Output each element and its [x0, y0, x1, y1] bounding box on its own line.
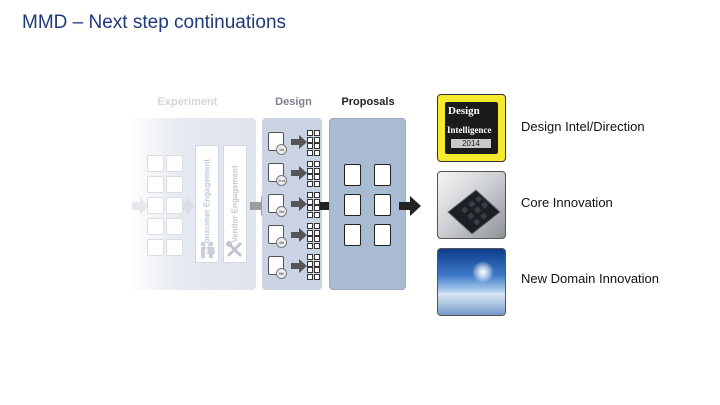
- proposals-panel: [329, 118, 406, 290]
- proposals-output-arrow: [399, 196, 421, 216]
- design-row-arrow: [291, 259, 307, 273]
- design-mini-cell: [307, 267, 313, 273]
- design-row-arrow: [291, 197, 307, 211]
- design-mini-cell: [314, 161, 320, 167]
- stage-label-experiment: Experiment: [157, 96, 218, 108]
- design-intelligence-logo: Design Intelligence 2014: [437, 94, 506, 162]
- new-domain-image: [437, 248, 506, 316]
- design-mini-cell: [314, 211, 320, 218]
- tools-icon: [226, 241, 243, 258]
- experiment-mid-arrow: [180, 197, 194, 215]
- experiment-cell: [166, 176, 183, 193]
- core-innovation-image: [437, 171, 506, 239]
- proposal-card: [344, 224, 361, 246]
- design-mini-cell: [307, 198, 313, 205]
- experiment-cell: [147, 218, 164, 235]
- design-mini-cell: [314, 260, 320, 267]
- design-mini-cell: [307, 143, 313, 149]
- design-row-arrow: [291, 135, 307, 149]
- sun-glow: [472, 261, 494, 283]
- vendor-engagement-box: Vendor Engagement: [223, 145, 247, 263]
- category-core-innovation: Core Innovation: [521, 195, 613, 210]
- design-badge: 4th: [276, 237, 287, 248]
- design-mini-cell: [307, 236, 313, 242]
- design-mini-cell: [307, 242, 313, 249]
- page-title: MMD – Next step continuations: [22, 12, 287, 33]
- design-badge: 3rd: [276, 206, 287, 217]
- experiment-cell: [166, 155, 183, 172]
- logo-year: 2014: [451, 139, 491, 148]
- people-icon: [200, 241, 215, 258]
- experiment-cell: [147, 155, 164, 172]
- design-mini-cell: [307, 167, 313, 174]
- design-mini-cell: [314, 205, 320, 211]
- design-mini-cell: [314, 223, 320, 229]
- design-row-arrow: [291, 228, 307, 242]
- design-badge: 5th: [276, 268, 287, 279]
- category-design-intel: Design Intel/Direction: [521, 119, 645, 134]
- cloud-layer: [438, 293, 505, 315]
- experiment-cell: [166, 218, 183, 235]
- design-mini-cell: [307, 229, 313, 236]
- design-mini-cell: [314, 242, 320, 249]
- design-mini-cell: [314, 136, 320, 143]
- design-mini-cell: [307, 273, 313, 280]
- design-mini-cell: [307, 260, 313, 267]
- logo-line-design: Design: [448, 105, 480, 117]
- design-mini-cell: [314, 229, 320, 236]
- design-mini-cell: [307, 192, 313, 198]
- consumer-engagement-box: Consumer Engagement: [195, 145, 219, 263]
- experiment-input-arrow: [132, 197, 148, 215]
- experiment-cell: [147, 239, 164, 256]
- design-mini-cell: [307, 136, 313, 143]
- design-badge: 2nd: [276, 175, 287, 186]
- design-mini-cell: [307, 205, 313, 211]
- consumer-engagement-label: Consumer Engagement: [202, 159, 212, 249]
- design-mini-cell: [314, 192, 320, 198]
- design-mini-cell: [307, 223, 313, 229]
- design-mini-cell: [307, 161, 313, 167]
- design-mini-cell: [307, 254, 313, 260]
- stage-label-design: Design: [275, 96, 312, 108]
- proposal-card: [374, 194, 391, 216]
- experiment-cell: [147, 176, 164, 193]
- design-mini-cell: [307, 180, 313, 187]
- design-mini-cell: [314, 143, 320, 149]
- proposal-card: [374, 224, 391, 246]
- design-mini-cell: [307, 149, 313, 156]
- logo-line-intelligence: Intelligence: [447, 125, 492, 135]
- design-mini-cell: [314, 267, 320, 273]
- stage-label-proposals: Proposals: [341, 96, 395, 108]
- design-mini-cell: [307, 174, 313, 180]
- design-mini-cell: [314, 130, 320, 136]
- design-mini-cell: [314, 174, 320, 180]
- design-mini-cell: [314, 149, 320, 156]
- design-mini-cell: [314, 167, 320, 174]
- proposal-card: [344, 194, 361, 216]
- design-row-arrow: [291, 166, 307, 180]
- experiment-cell: [166, 239, 183, 256]
- design-mini-cell: [314, 254, 320, 260]
- proposal-card: [374, 164, 391, 186]
- proposal-card: [344, 164, 361, 186]
- design-mini-cell: [307, 211, 313, 218]
- design-mini-cell: [314, 273, 320, 280]
- category-new-domain: New Domain Innovation: [521, 271, 660, 286]
- design-mini-cell: [314, 180, 320, 187]
- experiment-cell: [166, 197, 183, 214]
- keypad-icon: [447, 189, 501, 235]
- experiment-cell: [147, 197, 164, 214]
- vendor-engagement-label: Vendor Engagement: [230, 165, 240, 243]
- design-mini-cell: [307, 130, 313, 136]
- design-mini-cell: [314, 236, 320, 242]
- design-mini-cell: [314, 198, 320, 205]
- design-badge: 1st: [276, 144, 287, 155]
